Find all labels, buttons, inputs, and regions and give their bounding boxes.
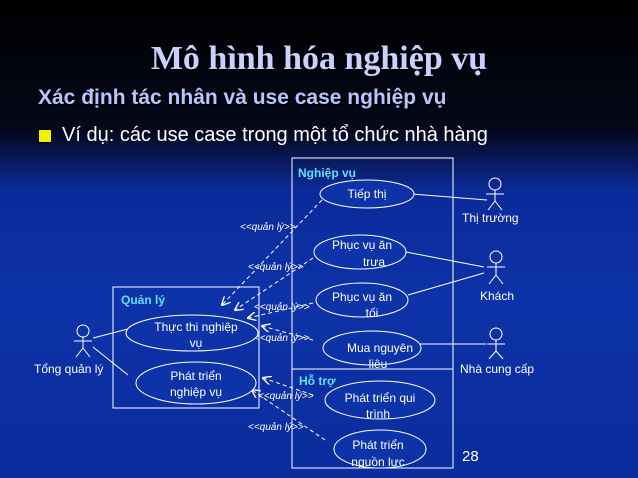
use-case-mua-nguyen-lieu xyxy=(322,330,422,366)
actor-khach-icon xyxy=(487,250,505,285)
use-case-label: Phát triển qui xyxy=(345,391,416,405)
use-case-thuc-thi xyxy=(125,314,259,352)
slide-title: Mô hình hóa nghiệp vụ xyxy=(150,40,488,77)
use-case-label: Thực thi nghiệp xyxy=(154,320,238,334)
use-case-phuc-vu-trua xyxy=(313,234,407,270)
package-nghiep-vu-label: Nghiệp vụ xyxy=(298,166,356,180)
use-case-label: trưa xyxy=(363,255,385,269)
actor-tong-quan-ly-icon xyxy=(74,324,92,358)
actor-khach-label: Khách xyxy=(480,289,514,303)
use-case-label: tối xyxy=(366,306,379,320)
use-case-label: vụ xyxy=(190,336,203,350)
use-case-label: Tiếp thị xyxy=(348,187,387,201)
stereotype-label: <<quản lý>> xyxy=(254,301,310,313)
use-case-label: nghiệp vụ xyxy=(170,385,222,399)
use-case-label: Phát triển xyxy=(352,438,403,452)
stereotype-label: <<quản lý>> xyxy=(248,421,304,433)
use-case-phuc-vu-toi xyxy=(315,282,409,318)
bullet-text: Ví dụ: các use case trong một tổ chức nh… xyxy=(62,124,488,146)
use-case-phat-trien-nl xyxy=(333,429,427,469)
package-ho-tro-label: Hỗ trợ xyxy=(299,373,336,388)
stereotype-label: <<quản lý>> xyxy=(258,390,314,402)
use-case-label: Phát triển xyxy=(170,369,221,383)
dependency-lines xyxy=(222,199,326,441)
square-bullet-icon xyxy=(38,128,52,143)
actor-nha-cung-cap-icon xyxy=(487,327,505,360)
use-case-tiep-thi xyxy=(319,179,415,209)
use-case-phat-trien-qt xyxy=(324,380,436,420)
bullet-item: Ví dụ: các use case trong một tổ chức nh… xyxy=(38,124,488,147)
actor-tong-quan-ly-label: Tổng quản lý xyxy=(34,362,103,376)
use-case-label: nguồn lực xyxy=(351,455,404,469)
use-case-label: Phục vụ ăn xyxy=(332,290,392,304)
use-case-label: Mua nguyên xyxy=(347,341,413,355)
slide-subtitle: Xác định tác nhân và use case nghiệp vụ xyxy=(38,86,447,109)
actor-nha-cung-cap-label: Nhà cung cấp xyxy=(460,362,534,376)
stereotype-label: <<quản lý>> xyxy=(254,332,310,344)
stereotype-label: <<quản lý>> xyxy=(240,221,296,233)
use-case-label: liệu xyxy=(369,357,388,371)
actor-thi-truong-icon xyxy=(486,177,504,211)
package-quan-ly-label: Quản lý xyxy=(121,293,165,307)
association-lines xyxy=(92,193,488,376)
use-case-phat-trien-nv xyxy=(135,361,257,405)
actor-thi-truong-label: Thị trường xyxy=(462,211,519,225)
use-case-label: Phục vụ ăn xyxy=(332,238,392,252)
page-number: 28 xyxy=(462,448,479,465)
use-case-label: trình xyxy=(366,407,390,421)
stereotype-label: <<quản lý>> xyxy=(248,261,304,273)
package-quan-ly-box xyxy=(112,286,260,409)
